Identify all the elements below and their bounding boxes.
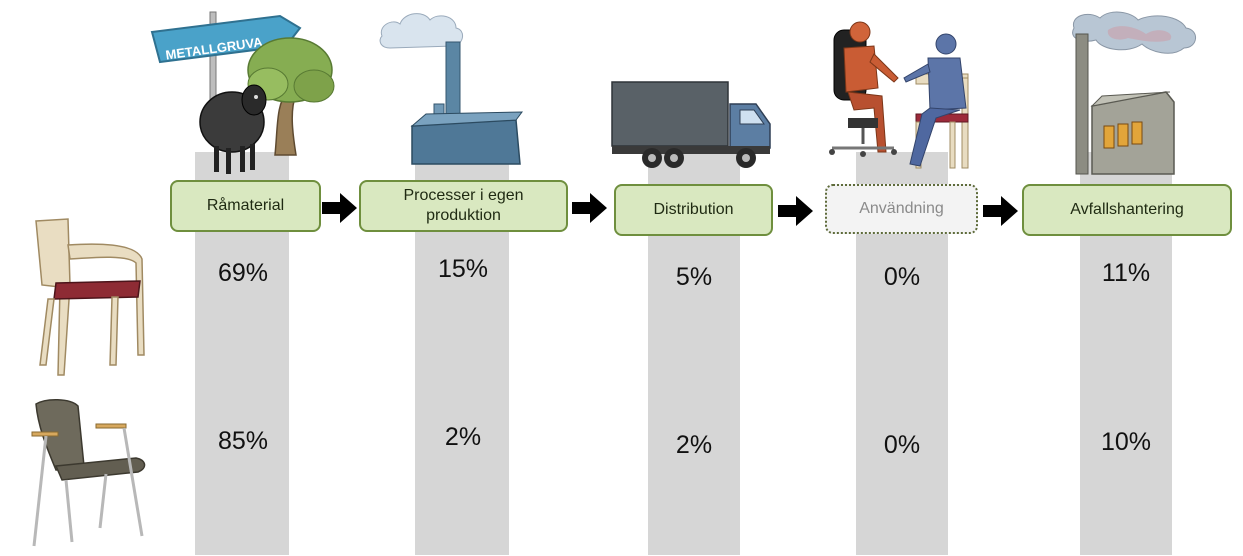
- chair-users-illustration: [820, 18, 990, 178]
- flow-arrow-1: [322, 193, 357, 223]
- flow-arrow-3: [778, 196, 813, 226]
- value-metal-ramaterial: 85%: [217, 427, 269, 455]
- value-wood-avfallshantering: 11%: [1101, 259, 1151, 287]
- value-metal-distribution: 2%: [675, 431, 713, 459]
- value-metal-anvandning: 0%: [883, 431, 921, 459]
- value-wood-anvandning: 0%: [883, 263, 921, 291]
- value-metal-processer: 2%: [444, 423, 482, 451]
- stage-avfallshantering: Avfallshantering: [1022, 184, 1232, 236]
- factory-illustration: [376, 8, 526, 168]
- value-wood-processer: 15%: [437, 255, 489, 283]
- flow-arrow-2: [572, 193, 607, 223]
- mine-sheep-tree-illustration: METALLGRUVA: [150, 10, 340, 180]
- stage-distribution: Distribution: [614, 184, 773, 236]
- truck-illustration: [608, 80, 778, 175]
- stage-processer-i-egen-produktion: Processer i egen produktion: [359, 180, 568, 232]
- value-metal-avfallshantering: 10%: [1100, 428, 1152, 456]
- stage-anvandning: Användning: [825, 184, 978, 234]
- stage-ramaterial: Råmaterial: [170, 180, 321, 232]
- metal-chair-icon: [26, 396, 154, 551]
- value-wood-ramaterial: 69%: [217, 259, 269, 287]
- waste-incinerator-illustration: [1058, 8, 1208, 176]
- flow-arrow-4: [983, 196, 1018, 226]
- wooden-chair-icon: [28, 215, 150, 383]
- value-wood-distribution: 5%: [675, 263, 713, 291]
